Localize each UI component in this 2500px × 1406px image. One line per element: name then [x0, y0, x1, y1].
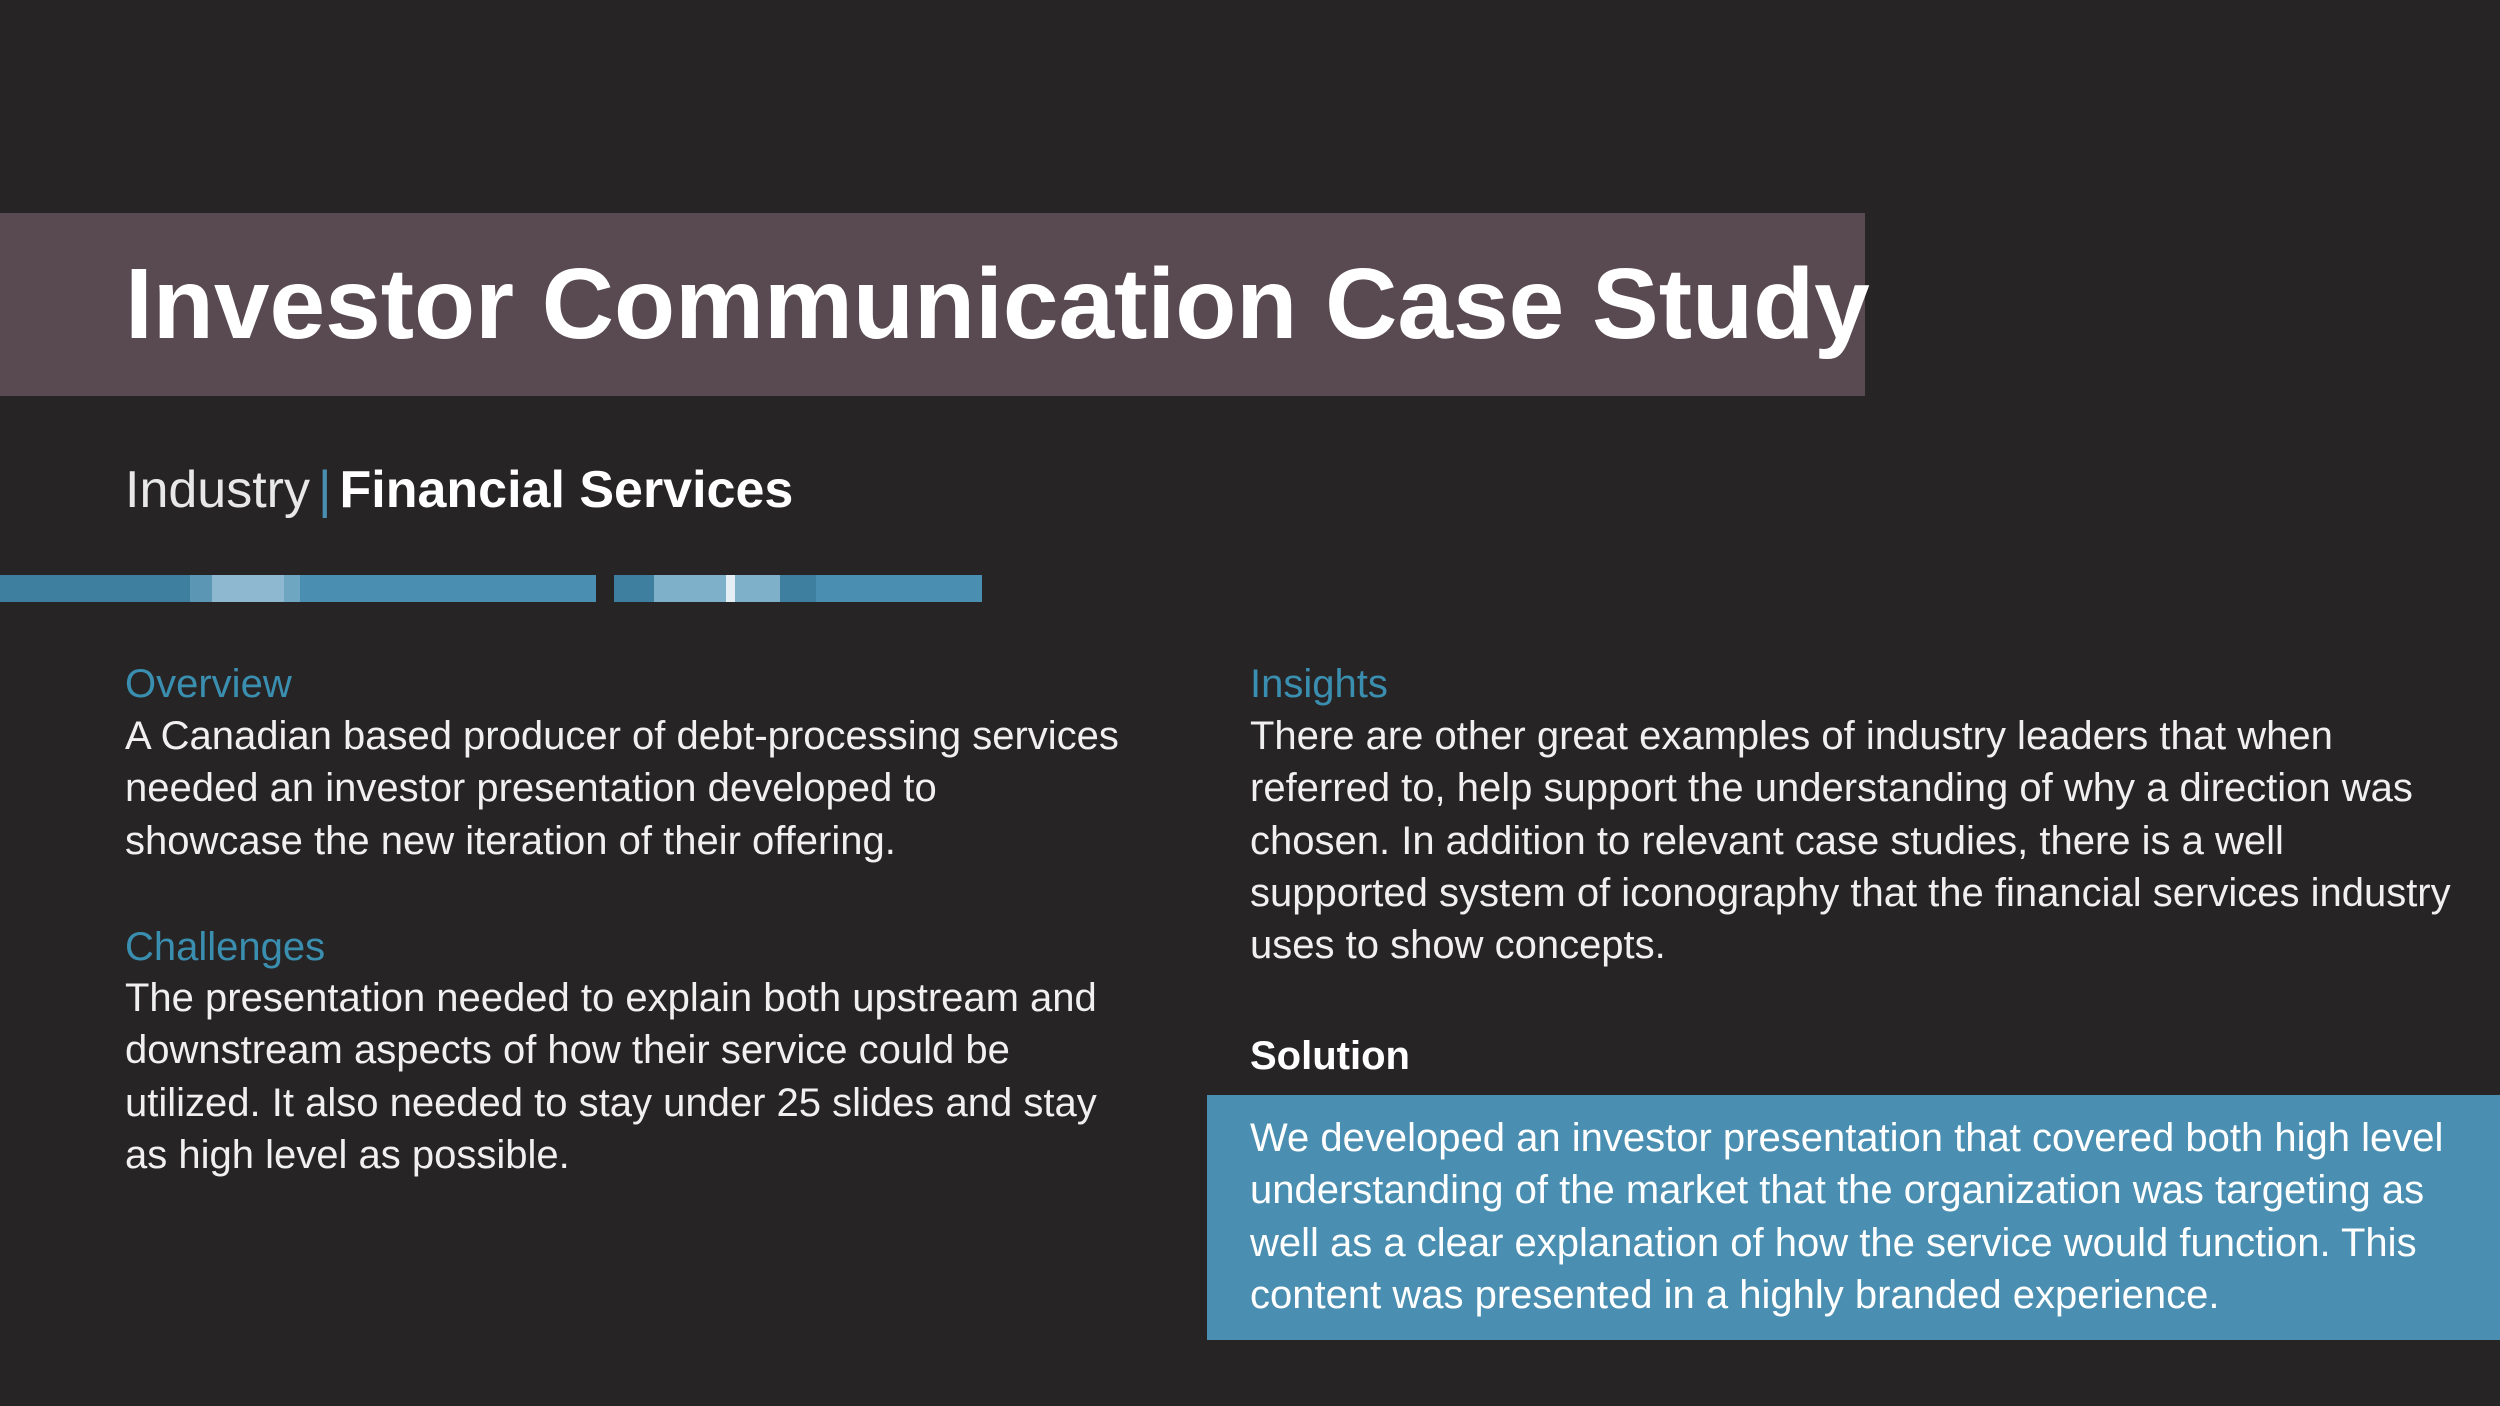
- stripe-segment: [614, 575, 654, 602]
- stripe-segment: [735, 575, 780, 602]
- overview-heading: Overview: [125, 662, 292, 706]
- solution-line: well as a clear explanation of how the s…: [1250, 1220, 2417, 1265]
- insights-line: supported system of iconography that the…: [1250, 870, 2451, 915]
- insights-line: uses to show concepts.: [1250, 923, 1666, 968]
- stripe-segment: [212, 575, 284, 602]
- stripe-segment: [654, 575, 726, 602]
- title-band: [0, 213, 1865, 396]
- challenges-line: as high level as possible.: [125, 1132, 570, 1177]
- stripe-segment: [780, 575, 816, 602]
- insights-text: There are other great examples of indust…: [1250, 710, 2451, 971]
- challenges-line: utilized. It also needed to stay under 2…: [125, 1080, 1097, 1125]
- stripe-segment: [284, 575, 300, 602]
- solution-line: content was presented in a highly brande…: [1250, 1272, 2220, 1317]
- industry-separator: |: [317, 461, 332, 519]
- overview-text: A Canadian based producer of debt-proces…: [125, 710, 1119, 867]
- insights-heading: Insights: [1250, 662, 1388, 706]
- overview-line: needed an investor presentation develope…: [125, 766, 937, 811]
- industry-value: Financial Services: [339, 461, 794, 519]
- solution-text: We developed an investor presentation th…: [1250, 1112, 2480, 1321]
- stripe-segment: [726, 575, 735, 602]
- insights-line: chosen. In addition to relevant case stu…: [1250, 818, 2284, 863]
- solution-line: understanding of the market that the org…: [1250, 1168, 2425, 1213]
- challenges-text: The presentation needed to explain both …: [125, 972, 1097, 1181]
- industry-label: Industry: [125, 461, 310, 519]
- solution-box: [1207, 1095, 2500, 1340]
- stripe-segment: [300, 575, 596, 602]
- insights-line: referred to, help support the understand…: [1250, 766, 2413, 811]
- overview-line: showcase the new iteration of their offe…: [125, 818, 896, 863]
- challenges-line: downstream aspects of how their service …: [125, 1028, 1010, 1073]
- stripe-segment: [190, 575, 212, 602]
- stripe-segment: [0, 575, 190, 602]
- challenges-heading: Challenges: [125, 925, 326, 969]
- solution-heading: Solution: [1250, 1034, 1410, 1078]
- overview-line: A Canadian based producer of debt-proces…: [125, 714, 1119, 758]
- insights-line: There are other great examples of indust…: [1250, 714, 2333, 758]
- slide-title: Investor Communication Case Study: [125, 248, 1870, 360]
- stripe-segment: [816, 575, 982, 602]
- challenges-line: The presentation needed to explain both …: [125, 976, 1097, 1020]
- solution-line: We developed an investor presentation th…: [1250, 1116, 2444, 1160]
- industry-line: Industry|Financial Services: [125, 455, 793, 525]
